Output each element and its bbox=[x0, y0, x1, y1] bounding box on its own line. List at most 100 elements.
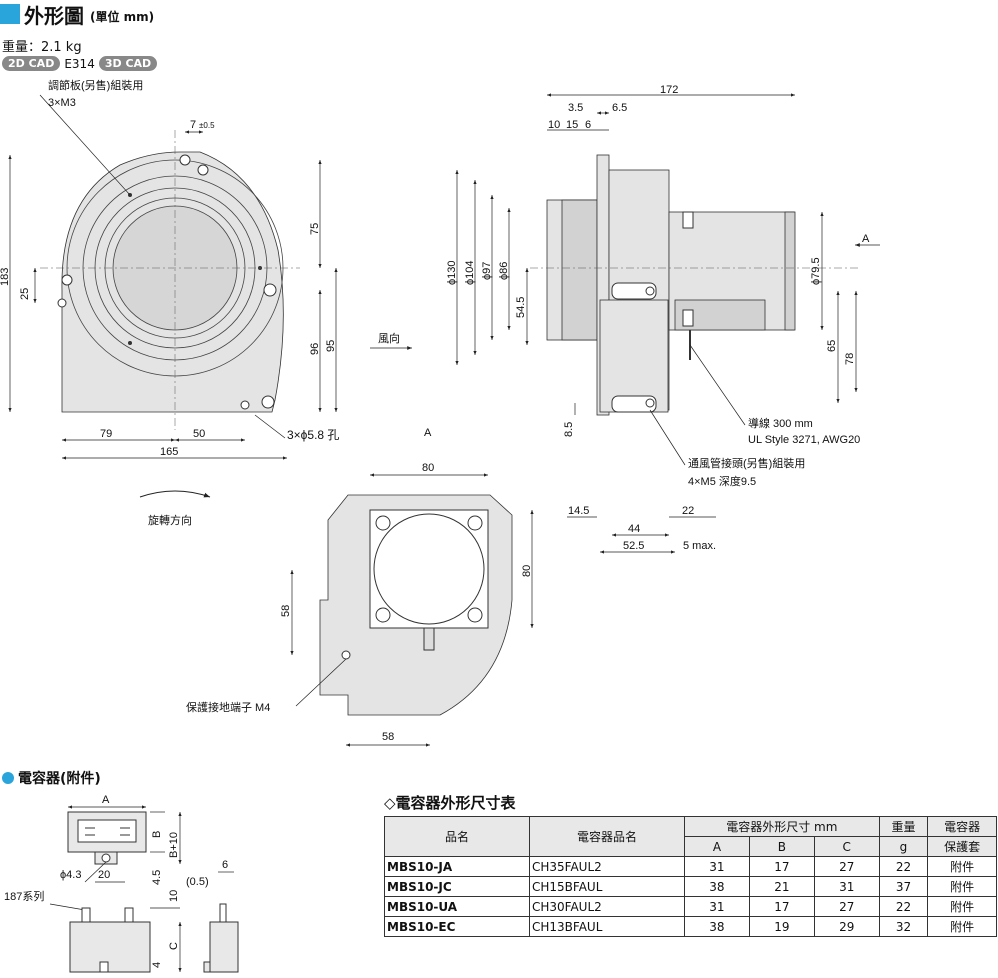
tab-hole bbox=[179, 154, 191, 166]
capacitor-title-text: 電容器(附件) bbox=[18, 771, 101, 787]
terminal-left bbox=[81, 907, 91, 923]
ground-label: 保護接地端子 M4 bbox=[186, 700, 270, 714]
dim-22: 22 bbox=[682, 505, 694, 517]
cad-2d-button[interactable]: 2D CAD bbox=[2, 56, 61, 71]
dim-65: 65 bbox=[826, 340, 838, 352]
cap-dim-4: 4 bbox=[151, 962, 163, 968]
screw-icon bbox=[467, 607, 483, 623]
cad-3d-button[interactable]: 3D CAD bbox=[98, 56, 158, 71]
weight-label: 重量：2.1 kg bbox=[2, 40, 82, 55]
wire-exit bbox=[423, 627, 435, 651]
motor-cap bbox=[784, 211, 796, 331]
cap-dim-b10: B+10 bbox=[168, 832, 180, 858]
drawing-canvas: 183 25 7 ±0.5 75 96 95 79 50 165 調節板(另售)… bbox=[0, 78, 880, 747]
rotation-arrow-icon bbox=[139, 490, 211, 498]
table-row: MBS10-UA CH30FAUL2 31 17 27 22 附件 bbox=[384, 896, 997, 917]
cell-weight: 22 bbox=[878, 856, 929, 877]
dim-86: ϕ86 bbox=[498, 262, 510, 280]
terminal-end bbox=[219, 903, 227, 923]
col-model: 品名 bbox=[384, 816, 530, 857]
cell-cover: 附件 bbox=[927, 876, 997, 897]
side-view: 172 3.5 6.5 10 15 6 ϕ130 ϕ104 ϕ97 ϕ86 54… bbox=[446, 84, 880, 554]
cell-a: 38 bbox=[684, 916, 750, 937]
cap-dim-a: A bbox=[102, 794, 110, 806]
cell-weight: 37 bbox=[878, 876, 929, 897]
m5-hole bbox=[645, 398, 655, 408]
motor-flange bbox=[373, 513, 485, 625]
duct-slot-top bbox=[611, 282, 657, 300]
view-a-title: A bbox=[424, 427, 432, 439]
mount-hole bbox=[240, 400, 250, 410]
series-label: 187系列 bbox=[4, 889, 44, 903]
dim-95: 95 bbox=[325, 340, 337, 352]
dim-3.5: 3.5 bbox=[568, 102, 583, 114]
col-weight-unit: g bbox=[878, 836, 929, 857]
cell-b: 17 bbox=[748, 856, 815, 877]
cad-code: E314 bbox=[64, 56, 95, 71]
rotation-label: 旋轉方向 bbox=[148, 513, 192, 527]
unit-label: (單位 mm) bbox=[90, 9, 155, 24]
dim-7: 7 bbox=[190, 119, 196, 131]
inlet-step bbox=[561, 199, 598, 341]
col-c: C bbox=[813, 836, 880, 857]
capacitor-end bbox=[209, 921, 239, 973]
dim-44: 44 bbox=[628, 523, 640, 535]
cell-weight: 32 bbox=[878, 916, 929, 937]
dim-165: 165 bbox=[160, 446, 178, 458]
ground-screw-icon bbox=[341, 650, 351, 660]
cell-a: 38 bbox=[684, 876, 750, 897]
cell-model: MBS10-JC bbox=[384, 876, 530, 897]
col-cover: 電容器 bbox=[927, 816, 997, 837]
screw-icon bbox=[467, 515, 483, 531]
dim-104: ϕ104 bbox=[464, 260, 476, 285]
dim-80-side: 80 bbox=[521, 565, 533, 577]
cell-cover: 附件 bbox=[927, 896, 997, 917]
view-a-label: A bbox=[862, 233, 870, 245]
cell-model: MBS10-UA bbox=[384, 896, 530, 917]
mount-hole bbox=[61, 274, 73, 286]
dim-10: 10 bbox=[548, 119, 560, 131]
cell-b: 17 bbox=[748, 896, 815, 917]
cell-cap: CH30FAUL2 bbox=[529, 896, 685, 917]
dim-79.5: ϕ79.5 bbox=[810, 257, 822, 285]
cap-dim-hole: ϕ4.3 bbox=[60, 869, 81, 881]
dim-50: 50 bbox=[193, 428, 205, 440]
page-title: 外形圖 bbox=[24, 3, 84, 28]
adjust-note: 調節板(另售)組裝用 bbox=[48, 78, 143, 92]
terminal bbox=[682, 211, 694, 229]
cap-dim-45: 4.5 bbox=[151, 870, 163, 885]
cad-row: 2D CAD E314 3D CAD bbox=[2, 56, 158, 71]
dim-25: 25 bbox=[19, 288, 31, 300]
cell-cover: 附件 bbox=[927, 856, 997, 877]
dim-15: 15 bbox=[566, 119, 578, 131]
col-b: B bbox=[748, 836, 815, 857]
cell-c: 29 bbox=[813, 916, 880, 937]
ground-terminal bbox=[682, 309, 694, 327]
duct-slot-bottom bbox=[611, 395, 657, 413]
m5-hole bbox=[645, 286, 655, 296]
cell-c: 27 bbox=[813, 896, 880, 917]
wind-label: 風向 bbox=[378, 331, 400, 345]
terminal-block bbox=[77, 819, 137, 843]
cap-dim-20: 20 bbox=[98, 869, 110, 881]
screw-icon bbox=[263, 283, 277, 297]
dim-130: ϕ130 bbox=[446, 260, 458, 285]
cap-dim-10: 10 bbox=[168, 890, 180, 902]
title-marker-icon bbox=[0, 4, 20, 24]
lead-style-label: UL Style 3271, AWG20 bbox=[748, 434, 860, 446]
dim-6: 6 bbox=[585, 119, 591, 131]
screw-icon bbox=[261, 395, 275, 409]
tol-7: ±0.5 bbox=[199, 121, 215, 130]
dim-172: 172 bbox=[660, 84, 678, 96]
cap-dim-6: 6 bbox=[222, 859, 228, 871]
holes-label: 3×ϕ5.8 孔 bbox=[287, 428, 339, 442]
dim-96: 96 bbox=[309, 343, 321, 355]
end-tab bbox=[203, 961, 211, 973]
adjust-qty: 3×M3 bbox=[48, 97, 76, 109]
bullet-icon bbox=[2, 772, 14, 784]
capacitor-title: 電容器(附件) bbox=[2, 768, 101, 788]
mount-hole bbox=[101, 853, 111, 863]
mount-hole bbox=[57, 298, 67, 308]
cap-dim-c: C bbox=[168, 942, 180, 950]
screw-icon bbox=[197, 164, 209, 176]
